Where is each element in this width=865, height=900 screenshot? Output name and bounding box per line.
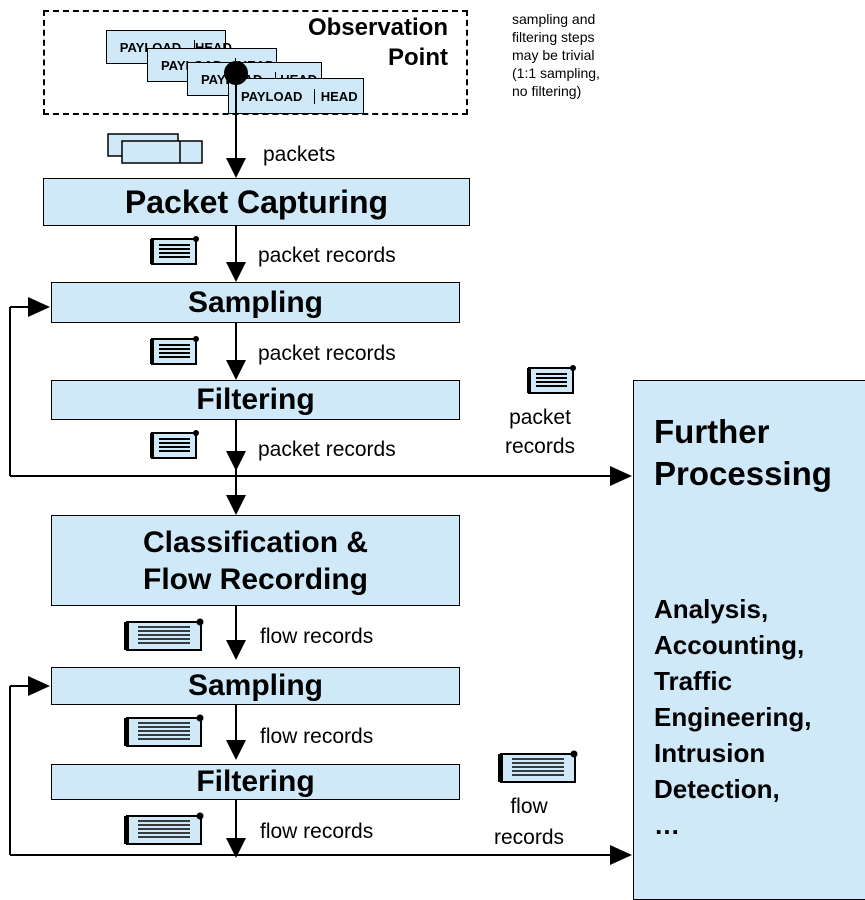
classification-box: Classification & Flow Recording	[51, 515, 460, 606]
flow-record-icon	[124, 618, 204, 652]
flow-recording-label: Flow Recording	[143, 562, 368, 596]
packet-record-icon	[150, 336, 200, 366]
packet-capturing-label: Packet Capturing	[124, 183, 389, 220]
flow-record-icon	[124, 812, 204, 846]
filtering-2-label: Filtering	[196, 765, 315, 798]
observation-point-box	[43, 10, 468, 115]
payload-label: PAYLOAD	[229, 88, 316, 104]
filtering-1-box: Filtering	[51, 380, 460, 420]
packet-record-icon	[150, 430, 200, 460]
packet-record-icon	[150, 236, 200, 266]
edge-label-packet-records-side: packet records	[505, 406, 576, 458]
edge-label-packet-records: packet records	[258, 244, 396, 267]
packet-icon	[107, 133, 203, 164]
flow-record-icon	[498, 750, 578, 784]
observation-point-title: Observation Point	[307, 14, 448, 71]
head-label: HEAD	[320, 88, 358, 104]
sampling-2-box: Sampling	[51, 667, 460, 705]
edge-label-flow-records: flow records	[260, 625, 374, 648]
filtering-2-box: Filtering	[51, 764, 460, 800]
sampling-1-label: Sampling	[187, 285, 323, 319]
sampling-1-box: Sampling	[51, 282, 460, 323]
edge-label-packet-records: packet records	[258, 342, 396, 365]
packet-capturing-box: Packet Capturing	[43, 178, 470, 226]
packet-record-icon	[527, 365, 577, 395]
sampling-2-label: Sampling	[187, 669, 323, 702]
flow-record-icon	[124, 714, 204, 748]
edge-label-flow-records-side: flow records	[494, 795, 565, 849]
classification-label: Classification &	[142, 525, 369, 559]
further-processing-box	[633, 380, 865, 900]
filtering-1-label: Filtering	[196, 383, 315, 416]
edge-label-packet-records: packet records	[258, 438, 396, 461]
packet-4: PAYLOAD HEAD	[228, 78, 364, 114]
edge-label-flow-records: flow records	[260, 820, 374, 843]
further-processing-list: Analysis, Accounting, Traffic Engineerin…	[654, 594, 812, 840]
edge-label-packets: packets	[263, 143, 336, 166]
edge-label-flow-records: flow records	[260, 725, 374, 748]
further-processing-title: Further Processing	[654, 413, 832, 492]
